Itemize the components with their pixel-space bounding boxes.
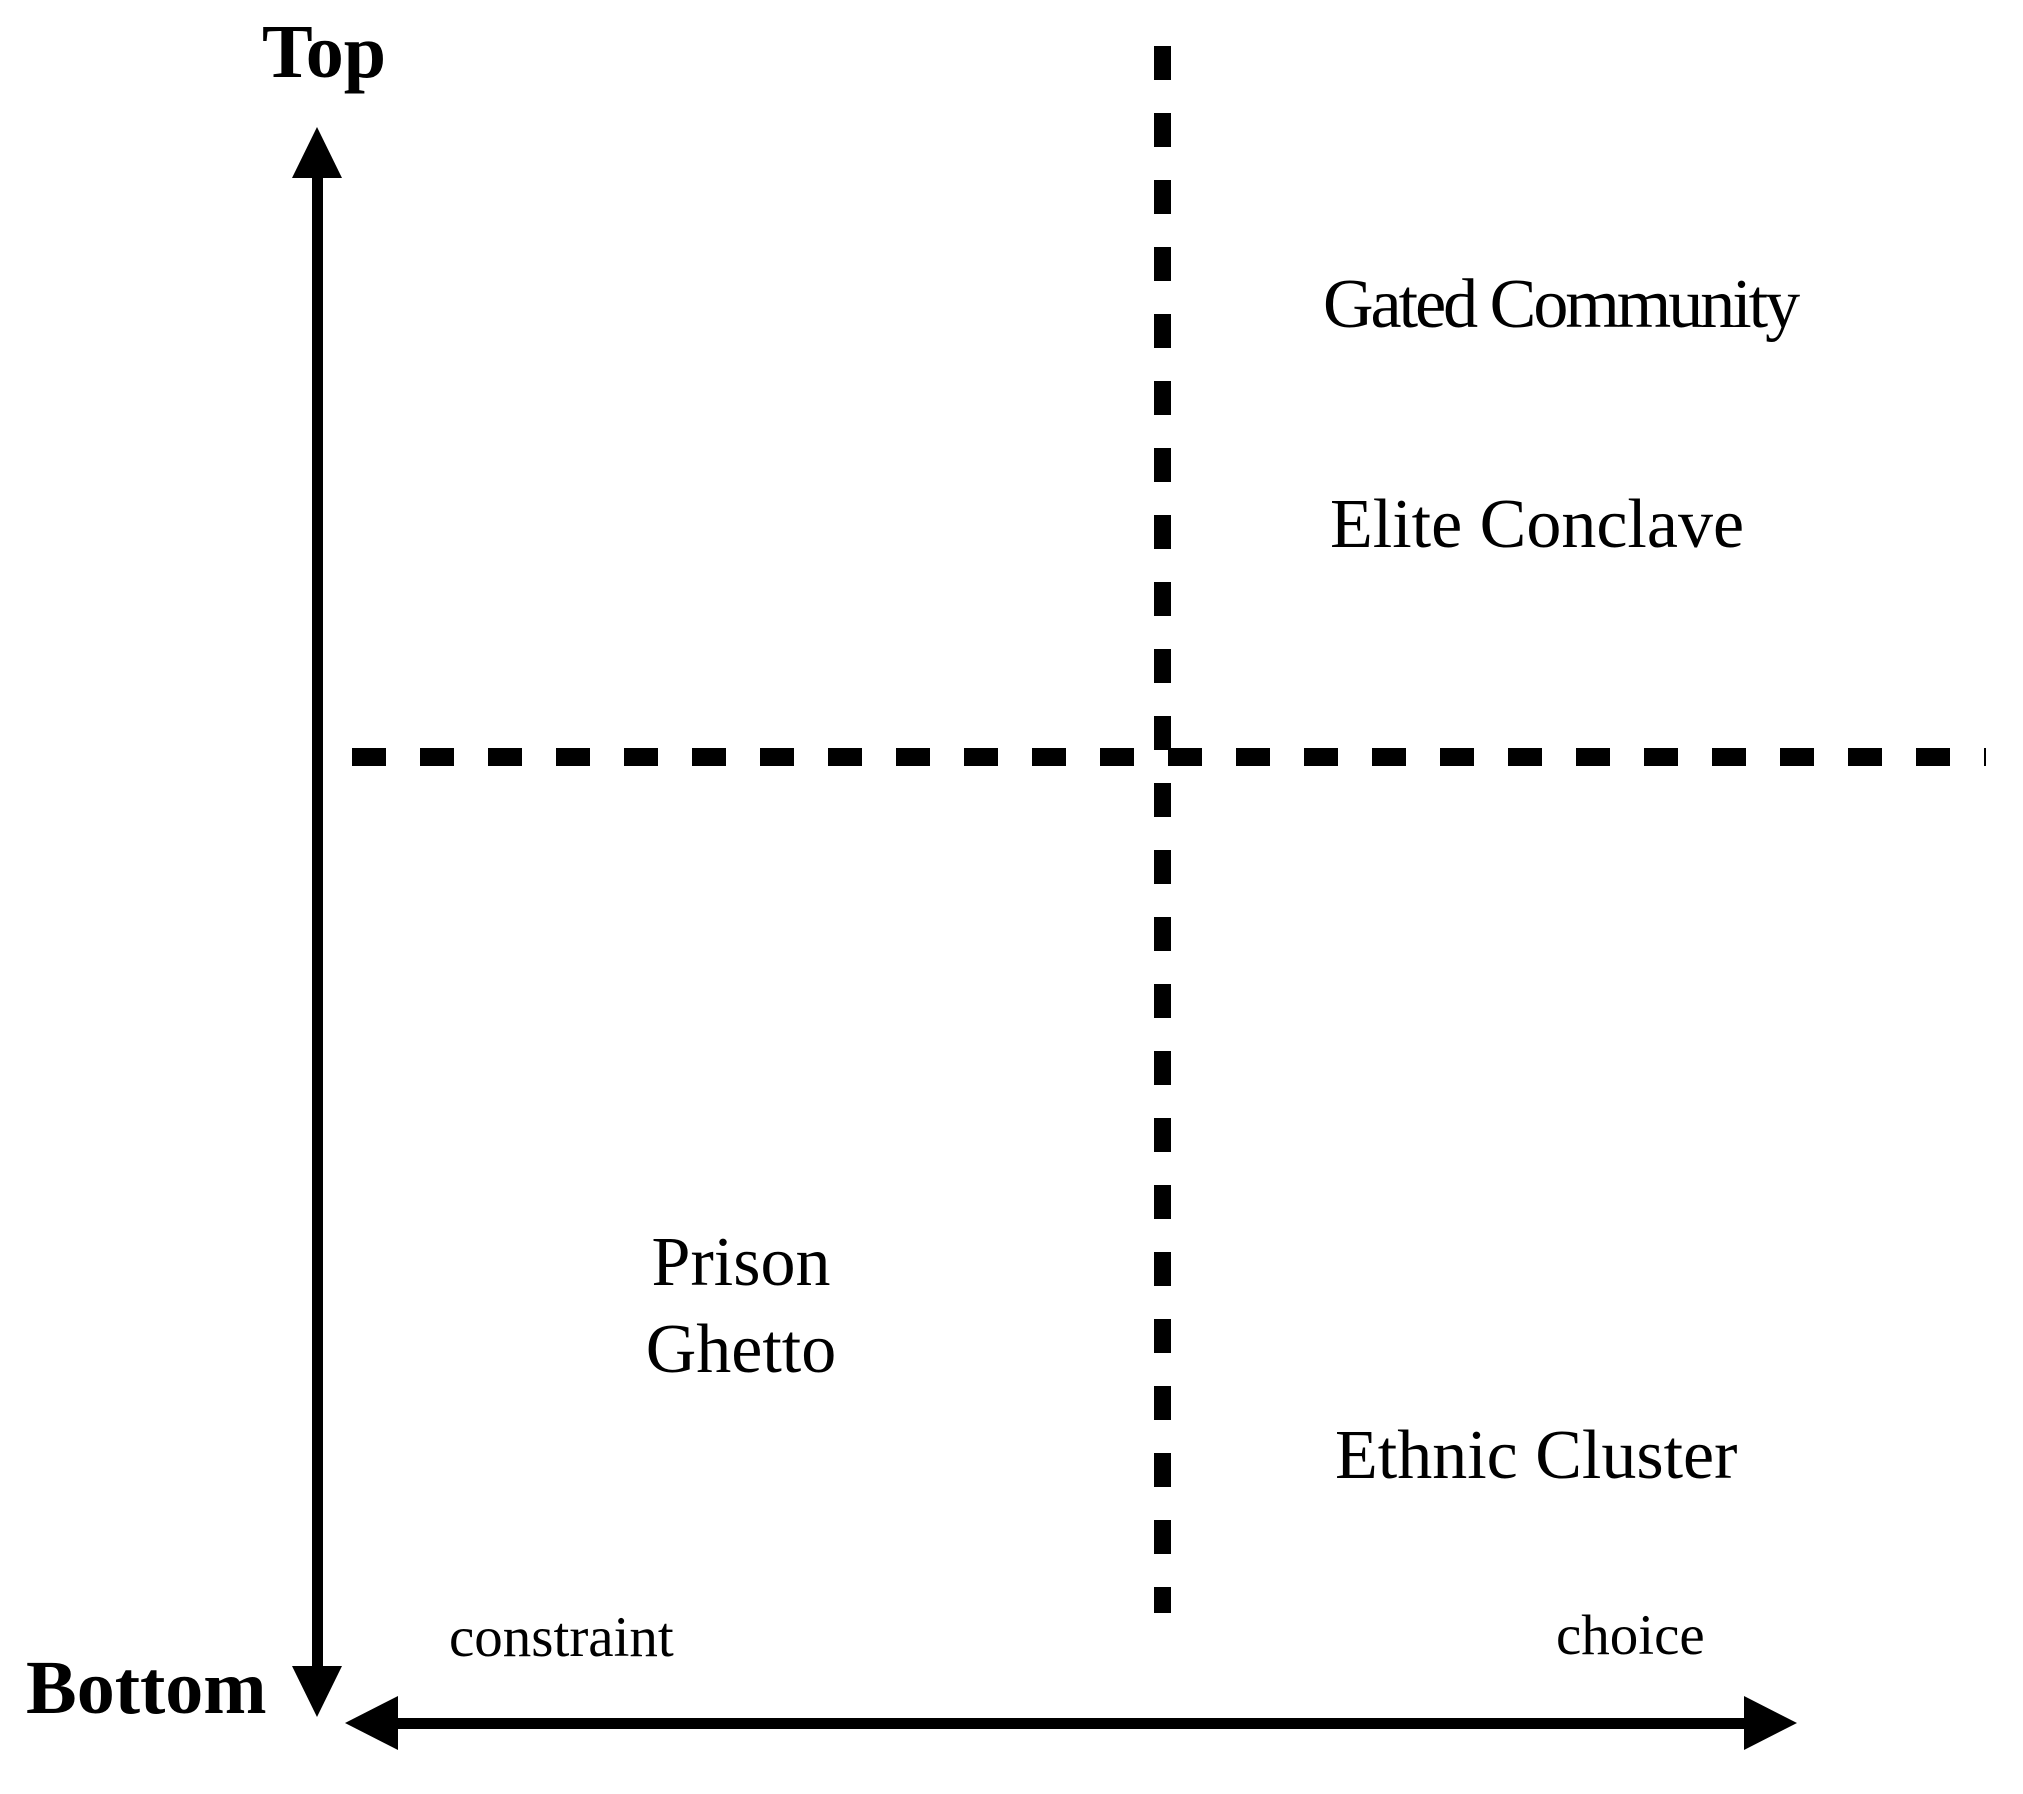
quadrant-label-ghetto: Ghetto: [645, 1311, 837, 1388]
quadrant-label-gated-community: Gated Community: [1323, 266, 1800, 343]
x-axis-left-label: constraint: [449, 1606, 674, 1669]
y-axis-top-label: Top: [262, 10, 386, 94]
x-axis-arrowhead-left-icon: [345, 1696, 398, 1750]
x-axis-right-label: choice: [1556, 1604, 1705, 1667]
y-axis-shaft: [312, 170, 323, 1672]
x-axis-arrowhead-right-icon: [1744, 1696, 1797, 1750]
y-axis-bottom-label: Bottom: [26, 1646, 267, 1730]
quadrant-label-elite-conclave: Elite Conclave: [1330, 486, 1745, 563]
y-axis-arrowhead-bottom-icon: [292, 1666, 342, 1717]
y-axis-arrowhead-top-icon: [292, 127, 342, 178]
quadrant-label-ethnic-cluster: Ethnic Cluster: [1335, 1417, 1738, 1494]
vertical-divider-dashed: [1154, 46, 1171, 1613]
x-axis-shaft: [396, 1718, 1748, 1729]
quadrant-label-prison: Prison: [651, 1224, 831, 1301]
quadrant-label-prison-ghetto: Prison Ghetto: [541, 1219, 941, 1393]
